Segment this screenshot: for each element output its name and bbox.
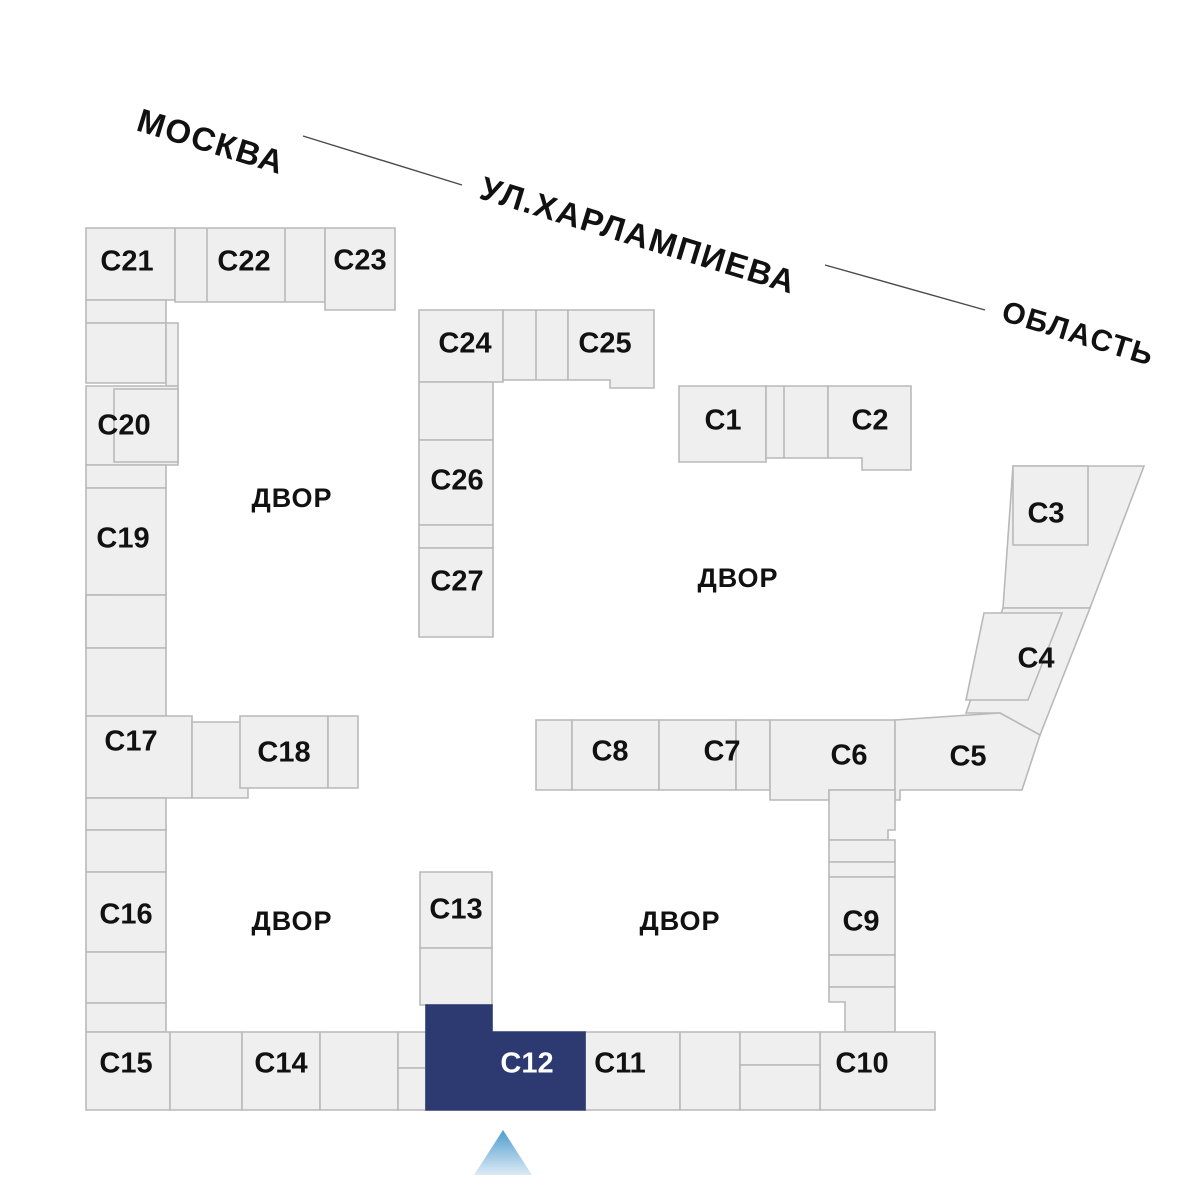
unit-label-c8: C8 [591,736,628,768]
direction-label-oblast: ОБЛАСТЬ [998,295,1158,373]
building-group-east-angled [964,465,1146,737]
marker-triangle-icon [474,1130,532,1175]
building-c26-upper[interactable] [418,381,494,441]
building-strip-w4[interactable] [85,594,167,649]
building-strip-s2[interactable] [397,1067,427,1111]
unit-label-c4: C4 [1017,643,1054,675]
unit-label-c17: C17 [104,726,157,758]
building-group-west-spine [85,299,249,1033]
unit-label-c19: C19 [96,523,149,555]
unit-label-c23: C23 [333,245,386,277]
building-c1-east[interactable] [765,385,829,459]
unit-label-c5: C5 [949,741,986,773]
direction-label-moscow: МОСКВА [133,101,289,181]
leader-line-left [302,135,463,186]
building-c27[interactable] [418,547,494,638]
yard-label: ДВОР [251,906,332,936]
building-c23[interactable] [324,227,396,311]
building-c25[interactable] [567,309,655,389]
unit-label-c22: C22 [217,246,270,278]
building-strip-e5[interactable] [828,986,896,1033]
building-group-south-central-row [535,712,1041,801]
building-group-c1-c2 [678,385,912,471]
building-strip-w2[interactable] [85,322,167,384]
building-strip-w1[interactable] [85,299,167,324]
building-c17-east[interactable] [191,721,249,799]
building-c11-east[interactable] [679,1031,741,1111]
building-c20-notch[interactable] [113,388,179,463]
building-c5[interactable] [894,712,1041,801]
yard-label: ДВОР [251,483,332,513]
building-strip-w7[interactable] [85,829,167,873]
building-c7-east[interactable] [735,719,771,791]
unit-label-c27: C27 [430,566,483,598]
building-group-north-west [85,227,396,311]
location-marker [474,1130,532,1175]
building-group-c13 [419,871,493,1006]
unit-label-c12: C12 [500,1048,553,1080]
building-c26-lower[interactable] [418,524,494,549]
street-name-label: УЛ.ХАРЛАМПИЕВА [476,169,801,300]
unit-label-c9: C9 [842,906,879,938]
yard-labels: ДВОР ДВОР ДВОР ДВОР [251,483,778,936]
building-group-bottom-row [85,1031,821,1111]
unit-label-c2: C2 [851,405,888,437]
building-group-east-spine [819,789,936,1111]
building-c14-east[interactable] [319,1031,399,1111]
unit-label-c26: C26 [430,465,483,497]
unit-label-c3: C3 [1027,498,1064,530]
building-c3[interactable] [1012,465,1089,546]
unit-label-c16: C16 [99,899,152,931]
building-strip-e4[interactable] [828,954,896,988]
building-strip-s1[interactable] [397,1031,427,1069]
building-strip-s4[interactable] [739,1064,821,1111]
building-strip-s3[interactable] [739,1031,821,1066]
unit-label-c18: C18 [257,737,310,769]
building-c15-east[interactable] [169,1031,243,1111]
unit-label-c21: C21 [100,246,153,278]
building-c18-east[interactable] [327,715,359,789]
unit-labels: C1 C2 C3 C4 C5 C6 C7 C8 C9 C10 C11 C12 C… [96,245,1064,1080]
unit-label-c24: C24 [438,328,491,360]
building-c1[interactable] [678,385,767,463]
building-strip-e3[interactable] [828,861,896,878]
building-strip-w5[interactable] [85,647,167,717]
building-strip-e2[interactable] [828,839,896,863]
building-strip-w6[interactable] [85,797,167,831]
building-c4[interactable] [965,612,1064,701]
building-group-selected [425,1004,586,1111]
building-strip-w3[interactable] [85,464,167,489]
building-c24[interactable] [418,309,504,383]
unit-label-c25: C25 [578,328,631,360]
building-c2[interactable] [827,385,912,471]
unit-label-c6: C6 [830,740,867,772]
building-c8-west[interactable] [535,719,573,791]
building-strip-e1[interactable] [828,789,896,841]
unit-label-c20: C20 [97,410,150,442]
unit-label-c7: C7 [703,736,740,768]
unit-label-c14: C14 [254,1048,307,1080]
building-c13-lower[interactable] [419,947,493,1006]
unit-label-c11: C11 [594,1048,646,1080]
yard-label: ДВОР [639,906,720,936]
building-group-central [418,309,655,638]
building-strip-w2b[interactable] [165,322,179,387]
building-group-c18 [239,715,359,789]
building-strip-w8[interactable] [85,951,167,1004]
building-c12-selected[interactable] [425,1004,586,1111]
unit-label-c15: C15 [99,1048,152,1080]
yard-label: ДВОР [697,563,778,593]
unit-label-c10: C10 [835,1048,888,1080]
street-leader-lines [302,135,986,311]
building-strip-w9[interactable] [85,1002,167,1033]
unit-label-c13: C13 [429,894,482,926]
leader-line-right [824,264,986,311]
unit-label-c1: C1 [704,405,741,437]
